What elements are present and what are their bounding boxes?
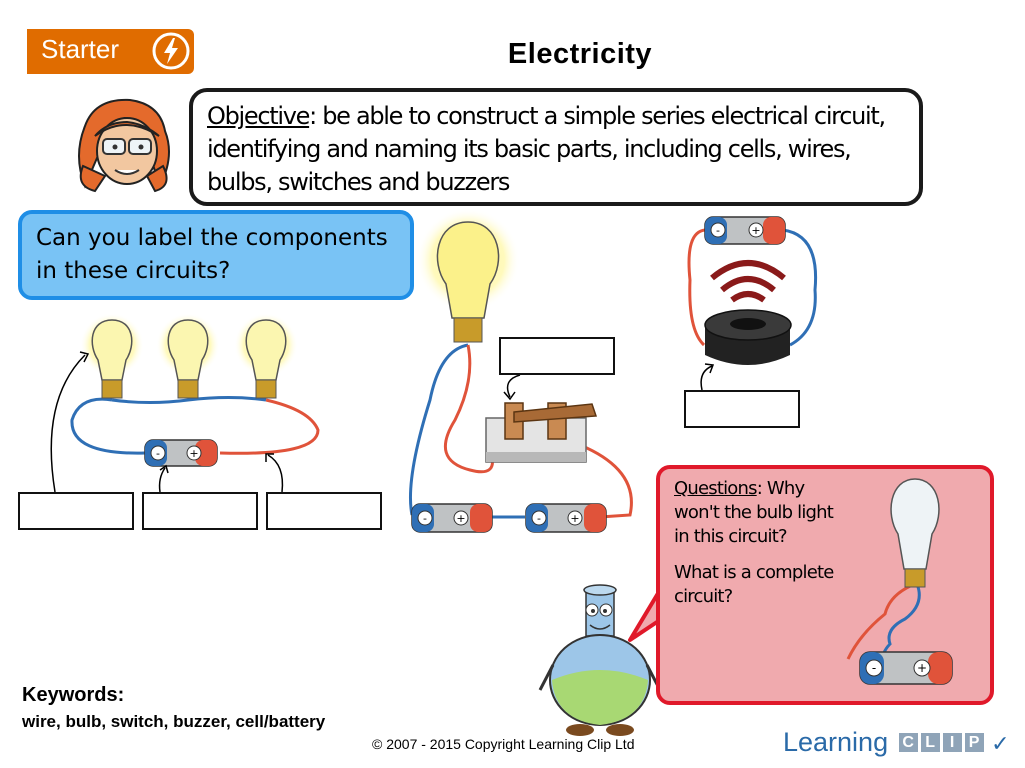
label-box-cell[interactable] [142, 492, 258, 530]
starter-badge: Starter [27, 29, 194, 74]
question-1-text: : Why won't the bulb light in this circu… [674, 478, 834, 547]
objective-heading: Objective [207, 102, 310, 130]
question-panel: Questions: Why won't the bulb light in t… [656, 465, 994, 705]
cell-5-plus: + [917, 661, 927, 675]
cell-4-plus: + [751, 224, 760, 237]
cell-3: - + [525, 503, 607, 533]
brand-letter: L [920, 733, 940, 752]
keywords-list: wire, bulb, switch, buzzer, cell/battery [22, 712, 326, 731]
keywords-title: Keywords: [22, 684, 125, 706]
questions-heading: Questions [674, 478, 757, 499]
label-box-buzzer[interactable] [684, 390, 800, 428]
label-box-wire[interactable] [266, 492, 382, 530]
cell-3-plus: + [570, 512, 579, 525]
cell-2-minus: - [423, 512, 427, 525]
objective-text: Objective: be able to construct a simple… [207, 100, 917, 199]
question-2: What is a complete circuit? [674, 562, 834, 607]
brand-word: Learning [783, 727, 889, 757]
cell-3-minus: - [537, 512, 541, 525]
cell-1: - + [144, 439, 218, 467]
copyright-text: © 2007 - 2015 Copyright Learning Clip Lt… [372, 736, 635, 752]
brand-letter: I [942, 733, 962, 752]
objective-box: Objective: be able to construct a simple… [189, 88, 923, 206]
bulb-3 [234, 313, 298, 399]
page-title: Electricity [507, 38, 653, 70]
label-prompt-box: Can you label the components in these ci… [18, 210, 414, 300]
cell-4: - + [704, 216, 786, 245]
brand-letter: C [898, 733, 918, 752]
lightning-icon [152, 32, 190, 70]
broken-circuit: - + [846, 478, 953, 685]
teacher-character [78, 98, 170, 193]
cell-2: - + [411, 503, 493, 533]
check-icon: ✓ [991, 731, 1010, 756]
bulb-lit [416, 208, 520, 343]
starter-label: Starter [41, 34, 120, 64]
label-box-switch[interactable] [499, 337, 615, 375]
question-text: Questions: Why won't the bulb light in t… [674, 477, 844, 609]
objective-body: : be able to construct a simple series e… [207, 102, 886, 196]
bulb-2 [156, 313, 220, 399]
brand-letter: P [964, 733, 984, 752]
cell-2-plus: + [456, 512, 465, 525]
buzzer [704, 260, 792, 365]
label-prompt-text: Can you label the components in these ci… [36, 225, 388, 284]
cell-1-plus: + [189, 447, 198, 460]
switch [485, 402, 598, 463]
bulb-1 [80, 313, 144, 399]
flask-character [538, 584, 662, 736]
question-1: Questions: Why won't the bulb light in t… [674, 477, 844, 549]
label-box-bulb[interactable] [18, 492, 134, 530]
cell-4-minus: - [716, 224, 720, 237]
cell-5-minus: - [872, 661, 876, 675]
cell-1-minus: - [156, 447, 160, 460]
